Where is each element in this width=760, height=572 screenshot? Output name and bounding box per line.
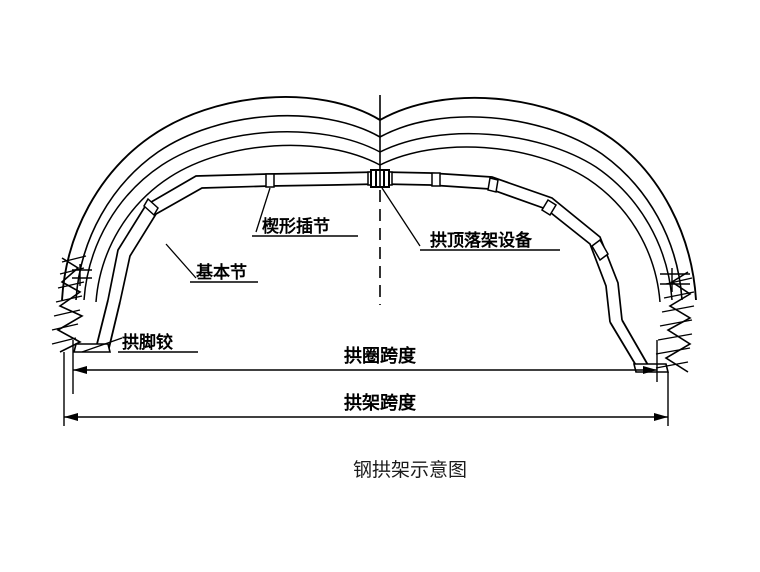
- joint-plate-left-wedge: [265, 173, 275, 188]
- annotation-leader-lines: [81, 187, 560, 353]
- right-rock-face-outline: [664, 271, 692, 373]
- label-arch-ring-span: 拱圈跨度: [344, 345, 417, 367]
- label-arch-foot-hinge: 拱脚铰: [122, 332, 173, 353]
- arch-frame-span-arrow-left: [64, 413, 78, 421]
- leader-wedge-segment: [255, 187, 271, 233]
- left-rock-face-outline: [56, 257, 84, 353]
- arch-frame-span-arrow-right: [654, 413, 668, 421]
- leader-arch-foot-hinge: [81, 337, 123, 353]
- label-wedge-insert-segment: 楔形插节: [262, 216, 330, 237]
- left-frame-leg-inner: [107, 301, 121, 353]
- label-basic-segment: 基本节: [195, 262, 247, 283]
- leader-basic-segment: [165, 243, 197, 279]
- label-crown-lowering-device: 拱顶落架设备: [430, 230, 533, 251]
- arch-ring-span-arrow-left: [73, 366, 87, 374]
- label-arch-frame-span: 拱架跨度: [344, 392, 417, 414]
- joint-plate-right-mid: [487, 177, 499, 193]
- left-abutment-foundation: [51, 255, 121, 353]
- right-bearing-detail: [660, 268, 690, 292]
- left-bearing-detail: [72, 264, 92, 286]
- joint-plate-right-upper: [431, 172, 441, 187]
- joint-plate-right-lower: [540, 198, 558, 217]
- leader-crown-device: [381, 187, 421, 247]
- right-rock-hatching: [655, 277, 695, 369]
- joint-plate-left-lower: [143, 197, 159, 217]
- arch-ring-span-arrow-right: [643, 366, 657, 374]
- joint-plate-right-foot: [591, 238, 609, 262]
- figure-caption: 钢拱架示意图: [353, 459, 467, 481]
- dimension-lines: [63, 340, 669, 426]
